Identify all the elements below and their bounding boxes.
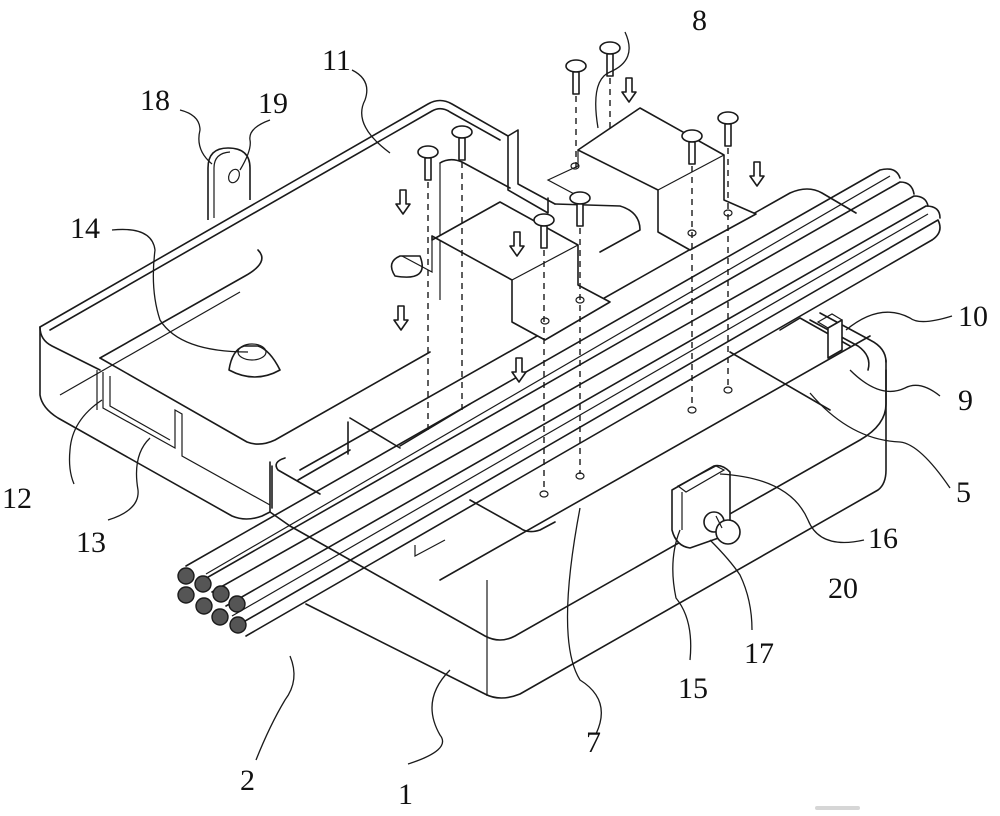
screw-icon <box>451 125 473 161</box>
label-13: 13 <box>76 526 106 559</box>
screw-icon <box>717 111 739 147</box>
screw-icon <box>533 213 555 249</box>
arrow-down-icon <box>621 77 637 103</box>
label-8: 8 <box>692 4 707 37</box>
arrow-down-icon <box>395 189 411 215</box>
rubber-stop <box>390 255 423 278</box>
lid-outer <box>39 99 549 520</box>
clip-block <box>816 313 843 359</box>
label-2: 2 <box>240 764 255 797</box>
screw-icon <box>569 191 591 227</box>
arrow-down-icon <box>393 305 409 331</box>
arrow-down-icon <box>749 161 765 187</box>
label-16: 19 <box>258 87 288 120</box>
watermark <box>815 806 860 810</box>
label-15: 18 <box>140 84 170 117</box>
cable-ends <box>177 567 247 634</box>
screw-icon <box>599 41 621 77</box>
lid-inner-wall <box>439 129 641 300</box>
screw-icon <box>681 129 703 165</box>
latch <box>671 464 741 549</box>
label-19: 17 <box>744 637 774 670</box>
hole-icon <box>227 168 241 184</box>
label-1: 1 <box>398 778 413 811</box>
reference-labels: 18 19 11 14 8 10 9 5 12 13 2 1 7 15 17 1… <box>2 4 988 811</box>
label-14: 14 <box>70 212 100 245</box>
down-arrows <box>393 77 765 383</box>
dome-bump <box>228 343 281 378</box>
label-7: 7 <box>586 726 601 759</box>
label-18: 16 <box>868 522 898 555</box>
cable-bundle <box>177 168 941 637</box>
label-9: 9 <box>958 384 973 417</box>
screw-icon <box>565 59 587 95</box>
screw-icon <box>417 145 439 181</box>
alignment-lines <box>427 78 733 498</box>
label-12: 12 <box>2 482 32 515</box>
base-box <box>269 188 887 699</box>
screws <box>417 41 739 249</box>
label-20: 20 <box>828 572 858 605</box>
label-17: 15 <box>678 672 708 705</box>
leader-lines <box>68 31 953 765</box>
arrow-down-icon <box>509 231 525 257</box>
arrow-down-icon <box>511 357 527 383</box>
label-10: 10 <box>958 300 988 333</box>
label-11: 11 <box>322 44 351 77</box>
bracket-right <box>546 107 757 251</box>
label-5: 5 <box>956 476 971 509</box>
